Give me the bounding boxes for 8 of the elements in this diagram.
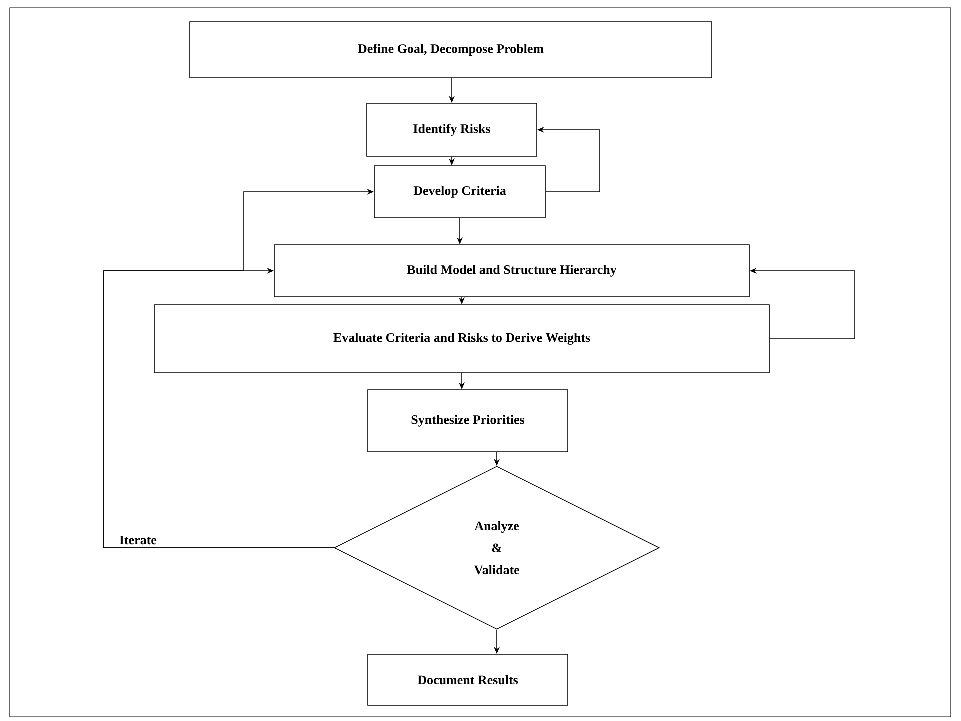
process-box: Develop Criteria <box>374 166 546 218</box>
process-box: Evaluate Criteria and Risks to Derive Weights <box>154 304 770 374</box>
edge-label: Iterate <box>118 534 158 546</box>
process-box: Identify Risks <box>366 103 538 157</box>
process-box: Define Goal, Decompose Problem <box>190 22 712 78</box>
process-box: Document Results <box>368 654 568 706</box>
process-box: Synthesize Priorities <box>368 390 568 452</box>
process-box: Build Model and Structure Hierarchy <box>274 244 750 298</box>
